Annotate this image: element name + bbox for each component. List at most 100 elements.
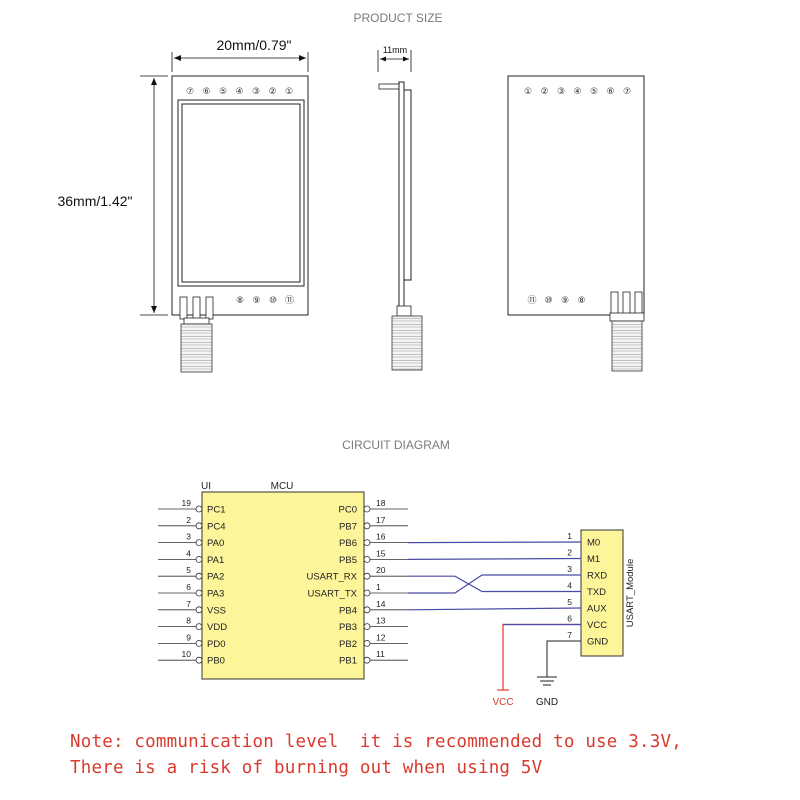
mcu-pin-terminal (195, 589, 203, 597)
mcu-pin-terminal (363, 505, 371, 513)
pin-marker: ⑤ (219, 87, 227, 97)
mcu-pin-number: 1 (376, 582, 381, 592)
module-pin-number: 4 (567, 581, 572, 591)
mcu-pin-terminal (195, 640, 203, 647)
mcu-pin-terminal (363, 572, 371, 580)
pin-marker: ③ (252, 87, 260, 97)
mcu-left-pins: 19PC12PC43PA04PA15PA26PA37VSS8VDD9PD010P… (158, 498, 227, 667)
connection-wires (407, 541, 582, 691)
mcu-pin-label: PD0 (207, 639, 225, 650)
module-pin-label: RXD (587, 571, 607, 582)
mcu-pin-terminal (363, 589, 371, 597)
antenna-leg (634, 291, 643, 315)
front-shield-inner (181, 103, 301, 283)
ui-label: UI (201, 481, 211, 492)
wire (408, 574, 581, 594)
width-label: 20mm/0.79" (216, 37, 291, 53)
sma-connector (180, 323, 213, 373)
mcu-pin-label: USART_TX (308, 589, 358, 600)
mcu-pin-terminal (363, 539, 371, 546)
pin-marker: ⑧ (577, 296, 585, 306)
mcu-pin-label: VDD (207, 622, 227, 633)
antenna-leg (205, 296, 214, 320)
module-pin-label: M1 (587, 554, 600, 565)
note-line-2: There is a risk of burning out when usin… (70, 758, 543, 778)
mcu-pin-terminal (195, 623, 203, 630)
mcu-pin-terminal (195, 606, 203, 614)
antenna-base (609, 312, 645, 322)
mcu-pin-number: 15 (376, 548, 386, 558)
mcu-pin-label: PB5 (339, 555, 357, 566)
mcu-pin-number: 8 (186, 616, 191, 626)
antenna-leg (610, 291, 619, 315)
pin-marker: ⑥ (606, 87, 614, 97)
side-sma-connector (391, 315, 423, 371)
mcu-pin-terminal (363, 556, 371, 563)
product-size-heading: PRODUCT SIZE (353, 11, 442, 25)
side-pcb (398, 81, 405, 313)
mcu-pin-label: PC1 (207, 505, 225, 516)
mcu-pin-label: PB6 (339, 538, 357, 549)
mcu-pin-number: 12 (376, 632, 386, 642)
pin-marker: ② (540, 87, 548, 97)
mcu-pin-number: 3 (186, 532, 191, 542)
back-board (507, 75, 645, 316)
usart-module-title: USART_Module (625, 559, 636, 627)
side-antenna-base (396, 305, 412, 317)
mcu-pin-number: 10 (182, 649, 192, 659)
mcu-pin-number: 17 (376, 515, 386, 525)
antenna-leg (622, 291, 631, 315)
pin-marker: ⑨ (561, 296, 569, 306)
mcu-right-pins: 18PC017PB716PB615PB520USART_RX1USART_TX1… (306, 498, 408, 667)
mcu-pin-number: 11 (376, 649, 385, 659)
pin-marker: ⑧ (236, 296, 244, 306)
back-sma-connector (611, 320, 643, 372)
wire (407, 541, 582, 544)
mcu-pin-label: USART_RX (306, 572, 357, 583)
mcu-pin-label: PB0 (207, 656, 225, 667)
module-pin-label: GND (587, 637, 608, 648)
pin-marker: ③ (557, 87, 565, 97)
mcu-pin-terminal (195, 656, 203, 664)
mcu-pin-number: 20 (376, 565, 386, 575)
mcu-pin-label: PB3 (339, 622, 357, 633)
thickness-label: 11mm (383, 45, 407, 55)
wire (407, 607, 582, 611)
module-pin-label: AUX (587, 604, 607, 615)
pin-marker: ⑪ (285, 295, 294, 306)
pin-marker: ① (524, 87, 532, 97)
mcu-pin-number: 9 (186, 632, 191, 642)
pin-marker: ⑦ (186, 87, 194, 97)
height-label: 36mm/1.42" (57, 193, 132, 209)
pin-marker: ① (285, 87, 293, 97)
wire (408, 575, 581, 593)
mcu-pin-terminal (363, 522, 371, 530)
mcu-pin-label: PA3 (207, 589, 224, 600)
mcu-pin-label: PA0 (207, 538, 224, 549)
pin-marker: ⑨ (252, 296, 260, 306)
note-line-1: Note: communication level it is recommen… (70, 732, 682, 752)
mcu-pin-terminal (195, 539, 203, 546)
module-pin-label: TXD (587, 587, 606, 598)
mcu-chip (201, 491, 365, 680)
pin-marker: ⑩ (269, 296, 277, 306)
mcu-pin-label: PB1 (339, 656, 357, 667)
mcu-pin-terminal (363, 656, 371, 664)
side-view: 11mm (377, 45, 423, 371)
mcu-pin-terminal (195, 522, 203, 530)
mcu-pin-label: PA2 (207, 572, 224, 583)
mcu-pin-number: 18 (376, 498, 386, 508)
pin-marker: ④ (573, 87, 581, 97)
mcu-pin-number: 16 (376, 532, 386, 542)
mcu-pin-number: 13 (376, 616, 386, 626)
gnd-label: GND (536, 697, 558, 708)
mcu-title: MCU (271, 481, 294, 492)
mcu-pin-number: 19 (182, 498, 192, 508)
mcu-pin-terminal (195, 572, 203, 580)
